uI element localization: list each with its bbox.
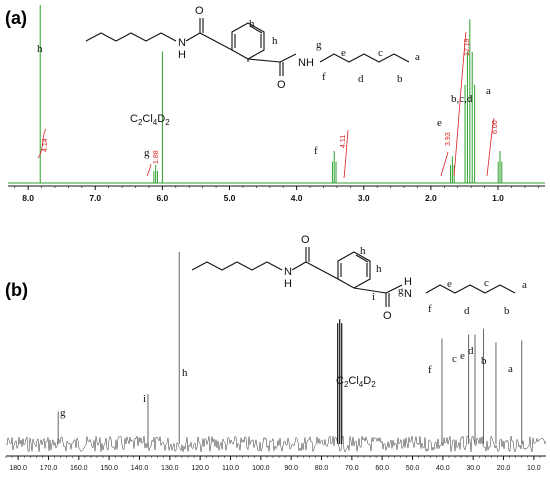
- mol-b-o-bottom: O: [383, 310, 392, 322]
- panel-a-label: (a): [5, 8, 27, 28]
- axis-a-ticks: 8.0 7.0 6.0 5.0 4.0 3.0 2.0 1.0: [14, 186, 539, 203]
- axis-a-tick-label: 4.0: [291, 193, 303, 203]
- mol-b-b: b: [504, 305, 510, 317]
- axis-b-tick-label: 160.0: [70, 465, 88, 472]
- integral-a-h: 4.14: [42, 138, 49, 152]
- peak-b-label-b: b: [481, 355, 487, 367]
- mol-b-h-left: H: [284, 278, 292, 290]
- molecule-a: [85, 18, 410, 76]
- axis-b-tick-label: 110.0: [222, 465, 239, 472]
- peak-a-label-g: g: [144, 147, 150, 159]
- mol-a-c: c: [378, 47, 383, 59]
- mol-b-o-top: O: [301, 234, 310, 246]
- mol-b-i: i: [372, 291, 375, 303]
- mol-b-c: c: [484, 277, 489, 289]
- mol-b-f: f: [428, 303, 432, 315]
- axis-b-tick-label: 150.0: [100, 465, 118, 472]
- mol-b-h1: h: [360, 245, 366, 257]
- axis-b-tick-label: 40.0: [436, 465, 450, 472]
- axis-a-tick-label: 6.0: [156, 193, 168, 203]
- axis-a-tick-label: 3.0: [358, 193, 370, 203]
- mol-b-h-right: H: [404, 276, 412, 288]
- axis-a-tick-label: 5.0: [224, 193, 236, 203]
- peak-b-label-i: i: [143, 393, 146, 405]
- axis-b-tick-label: 120.0: [191, 465, 209, 472]
- axis-b-tick-label: 30.0: [466, 465, 480, 472]
- mol-a-h2: h: [272, 35, 278, 47]
- axis-b-tick-label: 180.0: [9, 465, 27, 472]
- mol-a-a: a: [415, 51, 420, 63]
- peak-b-label-f: f: [428, 364, 432, 376]
- mol-a-f: f: [322, 71, 326, 83]
- peak-a-label-h: h: [37, 43, 43, 55]
- mol-a-d: d: [358, 73, 364, 85]
- peak-b-label-h: h: [182, 367, 188, 379]
- axis-b-tick-label: 20.0: [497, 465, 511, 472]
- mol-a-b: b: [397, 73, 403, 85]
- peak-b-label-a: a: [508, 363, 513, 375]
- mol-b-g: g: [398, 285, 404, 297]
- integral-a-e: 3.93: [445, 132, 452, 146]
- peak-a-label-e: e: [437, 117, 442, 129]
- peak-b-label-g: g: [60, 407, 66, 419]
- integral-a-f: 4.11: [340, 135, 347, 148]
- axis-a-tick-label: 7.0: [89, 193, 101, 203]
- mol-a-o-bottom: O: [277, 79, 286, 91]
- mol-b-nh-left: N: [284, 266, 292, 278]
- axis-b-tick-label: 90.0: [284, 465, 298, 472]
- mol-b-nh-right: N: [404, 288, 412, 300]
- peak-b-label-solvent: C2Cl4D2: [336, 375, 376, 389]
- axis-a-tick-label: 1.0: [492, 193, 504, 203]
- mol-b-e: e: [447, 278, 452, 290]
- axis-a-tick-label: 8.0: [22, 193, 34, 203]
- spectrum-b-noise: [5, 435, 547, 453]
- peak-a-label-a: a: [486, 85, 491, 97]
- axis-b-tick-label: 80.0: [315, 465, 329, 472]
- peak-b-label-e: e: [460, 350, 465, 362]
- peak-b-label-c: c: [452, 353, 457, 365]
- peak-a-label-bcd: b,c,d: [451, 93, 473, 105]
- molecule-b: [191, 247, 516, 307]
- spectrum-b: [5, 252, 547, 453]
- mol-a-g: g: [316, 39, 322, 51]
- integral-a-a: 6.00: [492, 120, 499, 134]
- axis-b-tick-label: 100.0: [252, 465, 270, 472]
- axis-b-tick-label: 130.0: [161, 465, 179, 472]
- mol-a-e: e: [341, 47, 346, 59]
- integral-curves-a: [37, 31, 495, 179]
- axis-b-tick-label: 140.0: [131, 465, 149, 472]
- mol-a-h-left: H: [178, 49, 186, 61]
- axis-b-ticks: 180.0 170.0 160.0 150.0 140.0 130.0 120.0 110.0…: [5, 456, 541, 472]
- axis-b-tick-label: 60.0: [375, 465, 389, 472]
- integral-a-g: 1.88: [153, 150, 160, 164]
- axis-b-tick-label: 50.0: [406, 465, 420, 472]
- axis-a-tick-label: 2.0: [425, 193, 437, 203]
- mol-a-nh-right: NH: [298, 57, 314, 69]
- peak-a-label-f: f: [314, 145, 318, 157]
- integral-a-bcd: 12.19: [464, 38, 471, 56]
- mol-a-h1: h: [249, 18, 255, 30]
- mol-b-h2: h: [376, 263, 382, 275]
- mol-b-d: d: [464, 305, 470, 317]
- peak-a-label-solvent: C2Cl4D2: [130, 113, 170, 127]
- peak-b-label-d: d: [468, 345, 474, 357]
- axis-b-tick-label: 70.0: [345, 465, 359, 472]
- mol-a-o-top: O: [195, 5, 204, 17]
- mol-b-a: a: [522, 279, 527, 291]
- panel-b-label: (b): [5, 280, 28, 300]
- axis-b-tick-label: 170.0: [40, 465, 58, 472]
- mol-a-nh-left: N: [178, 37, 186, 49]
- axis-b-tick-label: 10.0: [527, 465, 541, 472]
